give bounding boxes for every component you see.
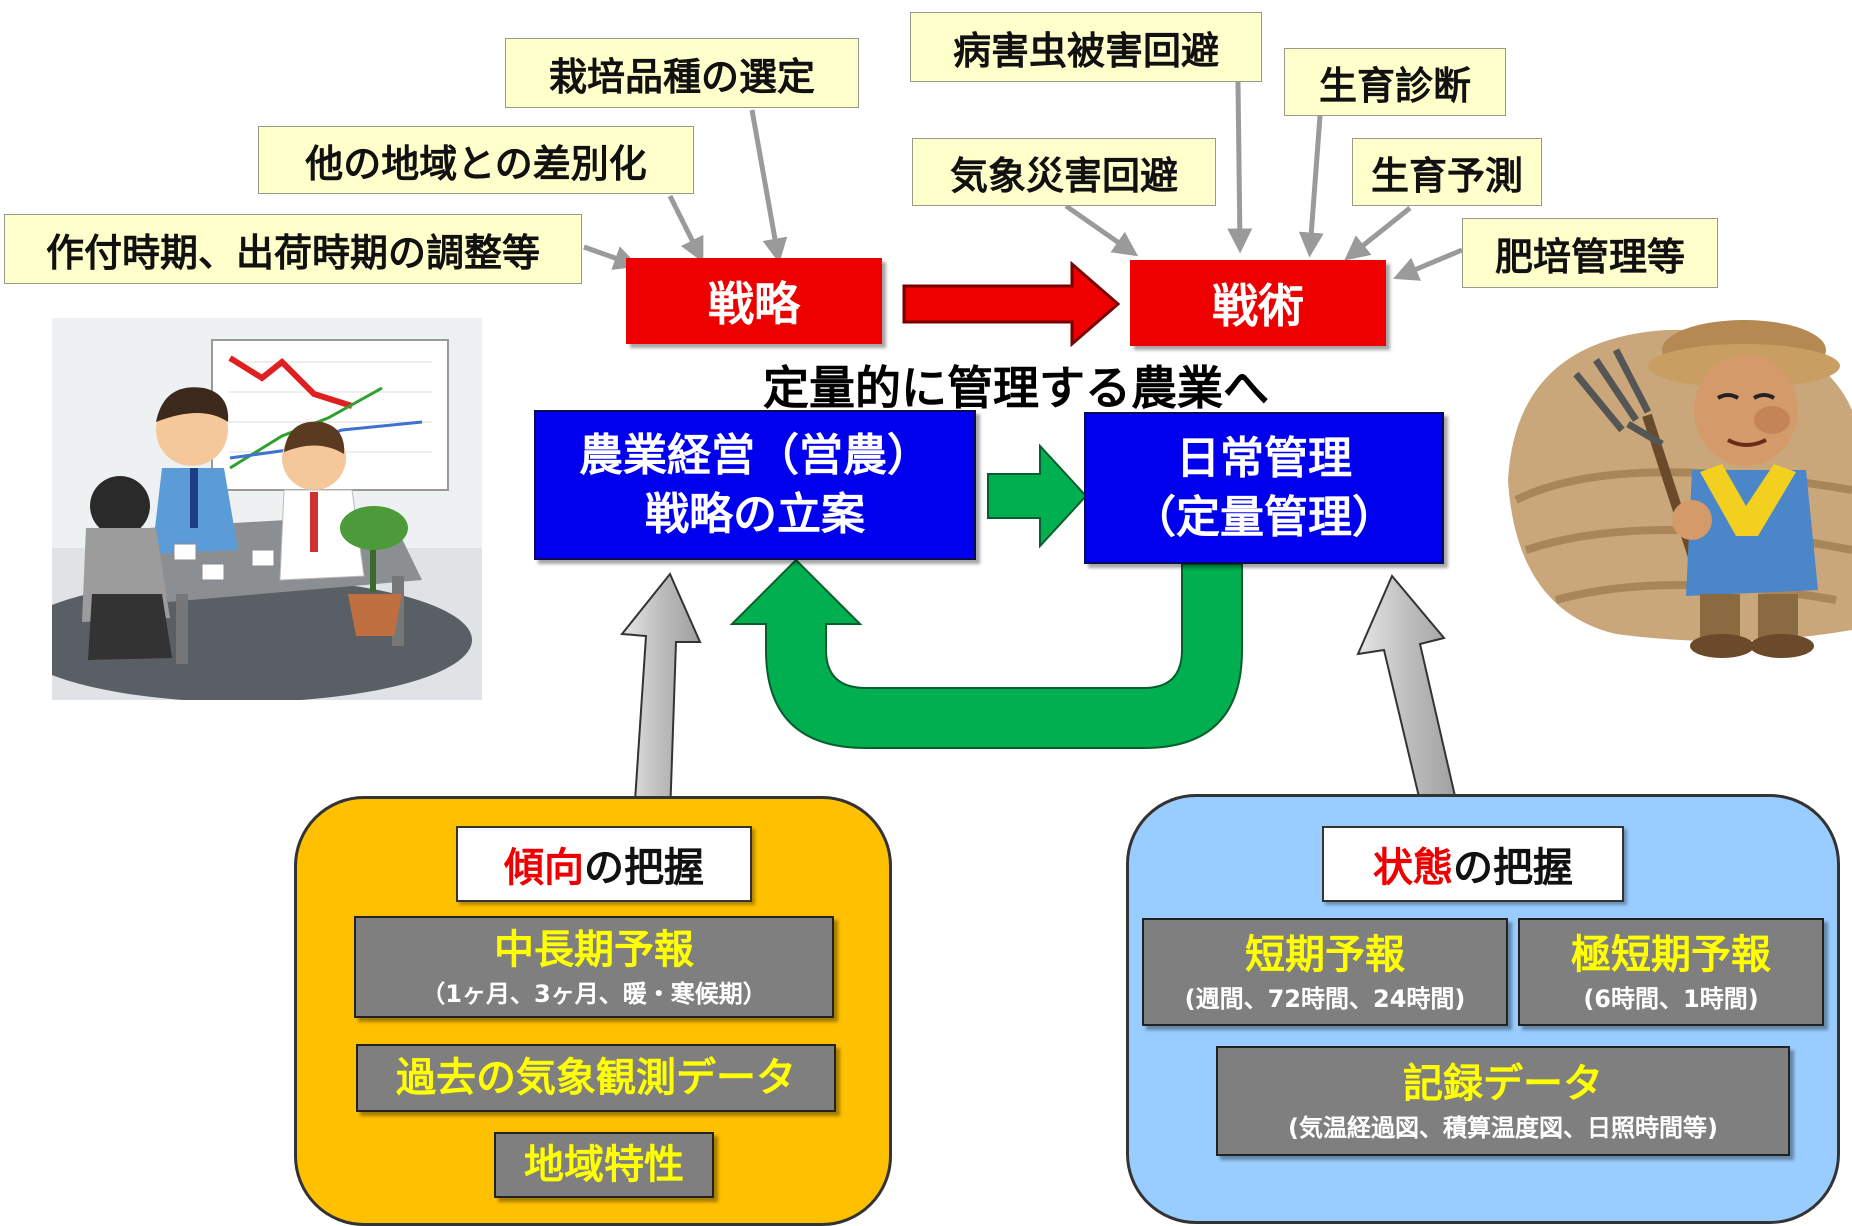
mid-long-range-forecast-sub: （1ヶ月、3ヶ月、暖・寒候期）: [421, 979, 767, 1008]
regional-characteristics-box: 地域特性: [494, 1132, 714, 1198]
state-to-daily-arrow: [1356, 574, 1462, 819]
factor-variety-selection: 栽培品種の選定: [505, 38, 859, 108]
daily-management-line1: 日常管理: [1176, 432, 1352, 484]
mid-long-range-forecast-box: 中長期予報 （1ヶ月、3ヶ月、暖・寒候期）: [354, 916, 834, 1018]
past-weather-data-box: 過去の気象観測データ: [356, 1044, 836, 1112]
factor-fertilizer-management: 肥培管理等: [1462, 218, 1718, 288]
farmer-with-pitchfork-illustration: [1508, 320, 1852, 658]
very-short-range-forecast-label: 極短期予報: [1571, 931, 1771, 978]
state-title-rest: の把握: [1453, 845, 1573, 891]
arrow-variety-to-strategy: [749, 109, 788, 264]
daily-management-box: 日常管理 （定量管理）: [1084, 412, 1444, 564]
factor-planting-shipping-timing: 作付時期、出荷時期の調整等: [4, 214, 582, 284]
daily-management-line2: （定量管理）: [1132, 492, 1396, 543]
recorded-data-sub: (気温経過図、積算温度図、日照時間等): [1288, 1113, 1718, 1142]
state-title-emphasis: 状態: [1373, 845, 1453, 891]
arrow-fertilizer-to-tactics: [1393, 247, 1463, 281]
short-range-forecast-label: 短期予報: [1245, 931, 1405, 978]
very-short-range-forecast-box: 極短期予報 (6時間、1時間): [1518, 918, 1824, 1026]
trend-panel-title: 傾向の把握: [456, 826, 752, 902]
arrow-timing-to-strategy: [583, 244, 640, 270]
diagram-heading: 定量的に管理する農業へ: [763, 361, 1269, 415]
strategy-box: 戦略: [626, 258, 882, 344]
factor-regional-differentiation: 他の地域との差別化: [258, 126, 694, 194]
factor-pest-damage-avoidance: 病害虫被害回避: [910, 12, 1262, 82]
recorded-data-box: 記録データ (気温経過図、積算温度図、日照時間等): [1216, 1046, 1790, 1156]
farm-management-line1: 農業経営（営農）: [579, 429, 931, 481]
arrow-differentiation-to-strategy: [667, 194, 704, 263]
arrow-diagnosis-to-tactics: [1298, 115, 1324, 258]
arrow-disaster-to-tactics: [1064, 203, 1139, 257]
recorded-data-label: 記録データ: [1403, 1060, 1603, 1107]
strategy-to-tactics-arrow: [902, 260, 1121, 348]
arrow-pest-to-tactics: [1227, 81, 1253, 254]
farm-management-strategy-box: 農業経営（営農） 戦略の立案: [534, 410, 976, 560]
tactics-box: 戦術: [1130, 260, 1386, 346]
trend-to-management-arrow: [620, 572, 702, 817]
factor-growth-diagnosis: 生育診断: [1284, 48, 1506, 116]
very-short-range-forecast-sub: (6時間、1時間): [1583, 984, 1759, 1013]
factor-growth-prediction: 生育予測: [1352, 138, 1542, 206]
short-range-forecast-box: 短期予報 (週間、72時間、24時間): [1142, 918, 1508, 1026]
farm-management-line2: 戦略の立案: [645, 489, 865, 540]
state-panel-title: 状態の把握: [1322, 826, 1624, 902]
office-meeting-illustration: [52, 318, 482, 700]
management-to-daily-arrow: [987, 443, 1088, 549]
short-range-forecast-sub: (週間、72時間、24時間): [1184, 984, 1466, 1013]
factor-weather-disaster-avoidance: 気象災害回避: [912, 138, 1216, 206]
trend-title-rest: の把握: [584, 845, 704, 891]
mid-long-range-forecast-label: 中長期予報: [494, 926, 694, 973]
daily-to-management-feedback-arrow: [729, 558, 1243, 749]
arrow-prediction-to-tactics: [1344, 206, 1412, 261]
trend-title-emphasis: 傾向: [504, 845, 584, 891]
